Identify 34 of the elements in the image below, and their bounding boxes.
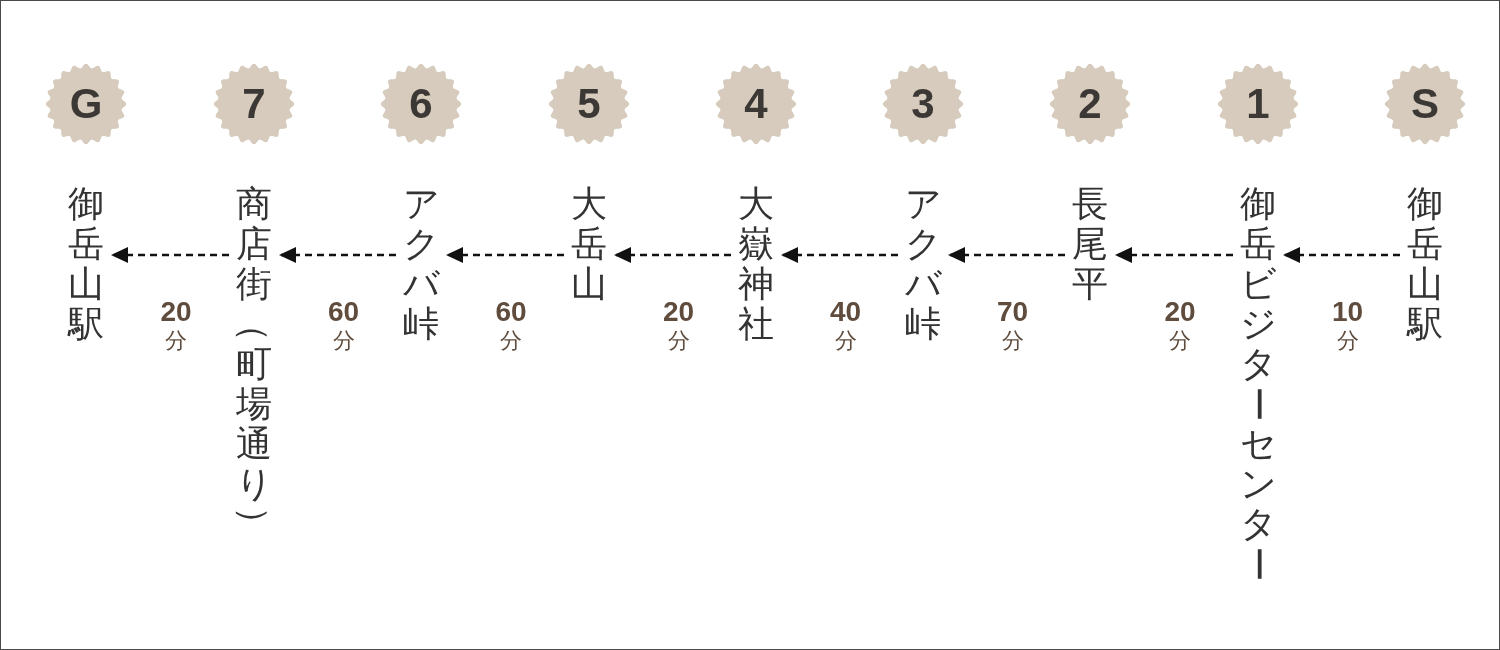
number-badge: 5 bbox=[548, 63, 630, 145]
station-name: 商店街（町場通り） bbox=[229, 184, 279, 544]
number-badge: 2 bbox=[1049, 63, 1131, 145]
station-name: 大嶽神社 bbox=[731, 184, 781, 344]
number-badge: 7 bbox=[213, 63, 295, 145]
duration-label: 20分 bbox=[661, 296, 696, 355]
station-name: 御岳山駅 bbox=[61, 184, 111, 344]
station-name: アクバ峠 bbox=[898, 184, 948, 344]
duration-label: 40分 bbox=[828, 296, 863, 355]
dashed-arrow bbox=[1283, 247, 1400, 263]
duration-label: 70分 bbox=[995, 296, 1030, 355]
duration-label: 20分 bbox=[159, 296, 193, 355]
dashed-arrow bbox=[948, 247, 1065, 263]
duration-label: 20分 bbox=[1163, 296, 1197, 355]
dashed-arrow bbox=[446, 247, 564, 263]
duration-label: 60分 bbox=[494, 296, 528, 355]
dashed-arrow bbox=[781, 247, 898, 263]
number-badge: S bbox=[1384, 63, 1466, 145]
duration-label: 10分 bbox=[1330, 296, 1365, 355]
dashed-arrow bbox=[111, 247, 229, 263]
number-badge: 3 bbox=[882, 63, 964, 145]
number-badge: 6 bbox=[380, 63, 462, 145]
dashed-arrow bbox=[1115, 247, 1233, 263]
dashed-arrow bbox=[279, 247, 396, 263]
station-name: 大岳山 bbox=[564, 184, 614, 304]
number-badge: G bbox=[45, 63, 127, 145]
number-badge: 1 bbox=[1217, 63, 1299, 145]
station-name: 御岳ビジターセンター bbox=[1233, 184, 1283, 584]
dashed-arrow bbox=[614, 247, 731, 263]
station-name: 御岳山駅 bbox=[1400, 184, 1450, 344]
station-name: アクバ峠 bbox=[396, 184, 446, 344]
number-badge: 4 bbox=[715, 63, 797, 145]
duration-label: 60分 bbox=[326, 296, 361, 355]
station-name: 長尾平 bbox=[1065, 184, 1115, 304]
